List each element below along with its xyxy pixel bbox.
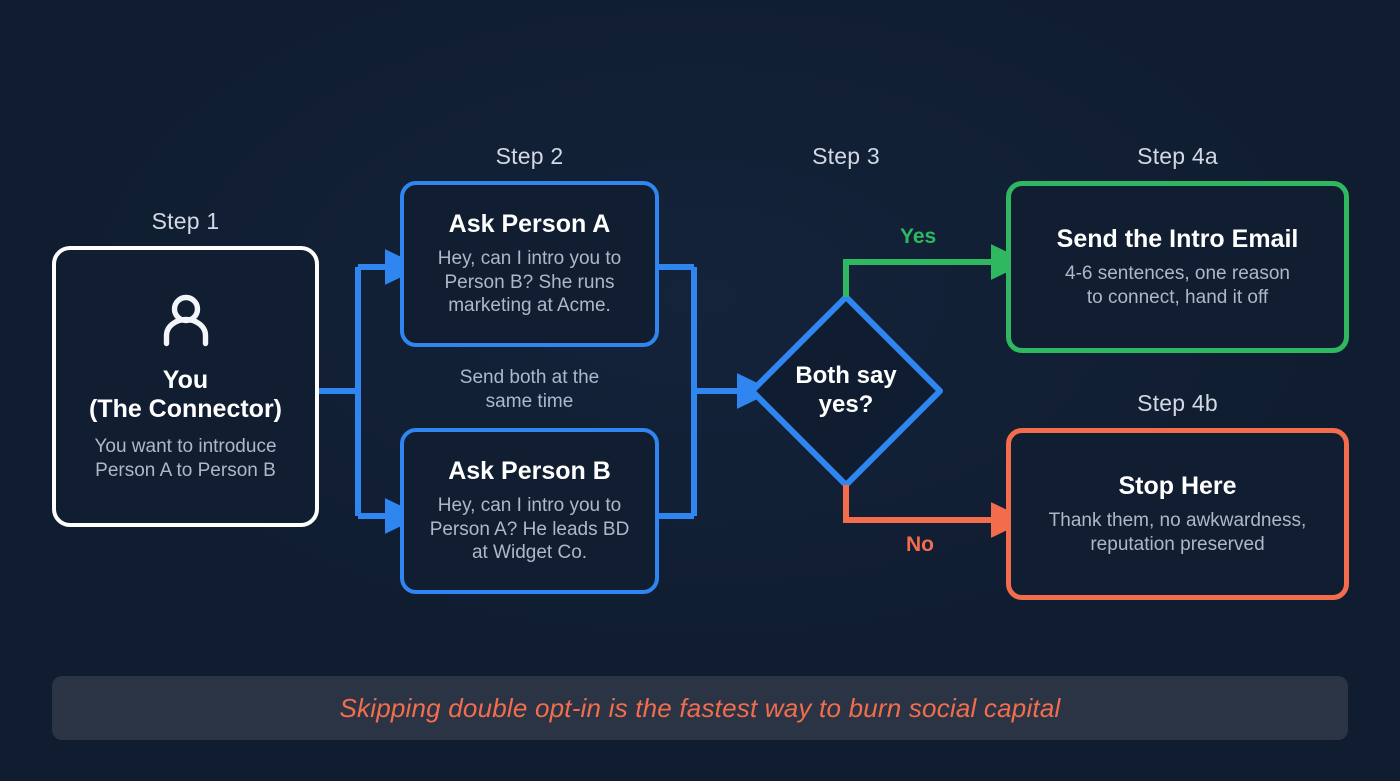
send-both-note: Send both at the same time bbox=[400, 366, 659, 414]
node-ask-a-desc-line2: Person B? She runs bbox=[444, 271, 615, 293]
node-stop-description: Thank them, no awkwardness, reputation p… bbox=[1049, 509, 1307, 557]
node-stop-title: Stop Here bbox=[1118, 471, 1237, 500]
wire-no-branch bbox=[843, 485, 1028, 538]
node-you-title: You (The Connector) bbox=[89, 366, 282, 424]
node-you-desc-line1: You want to introduce bbox=[94, 436, 277, 458]
node-ask-a-desc-line1: Hey, can I intro you to bbox=[437, 247, 622, 269]
footer-banner: Skipping double opt-in is the fastest wa… bbox=[52, 676, 1348, 740]
node-you-title-line1: You bbox=[162, 366, 209, 395]
send-both-note-line1: Send both at the bbox=[459, 367, 600, 388]
node-ask-a-description: Hey, can I intro you to Person B? She ru… bbox=[438, 247, 621, 319]
node-send-intro-email[interactable]: Send the Intro Email 4-6 sentences, one … bbox=[1006, 181, 1349, 353]
node-ask-a-title: Ask Person A bbox=[448, 209, 611, 238]
footer-banner-text: Skipping double opt-in is the fastest wa… bbox=[339, 692, 1061, 723]
node-stop-desc-line1: Thank them, no awkwardness, bbox=[1048, 509, 1307, 531]
decision-label: Both say yes? bbox=[752, 297, 940, 485]
node-stop-here[interactable]: Stop Here Thank them, no awkwardness, re… bbox=[1006, 428, 1349, 600]
node-ask-person-b[interactable]: Ask Person B Hey, can I intro you to Per… bbox=[400, 428, 659, 594]
branch-label-yes: Yes bbox=[900, 225, 937, 248]
wire-yes-branch bbox=[843, 244, 1028, 297]
node-send-desc-line2: to connect, hand it off bbox=[1086, 286, 1269, 308]
step-label-4a: Step 4a bbox=[1137, 143, 1218, 169]
step-label-2: Step 2 bbox=[495, 143, 564, 169]
node-you-connector[interactable]: You (The Connector) You want to introduc… bbox=[52, 246, 319, 527]
node-ask-b-desc-line2: Person A? He leads BD bbox=[429, 518, 630, 540]
node-send-description: 4-6 sentences, one reason to connect, ha… bbox=[1065, 262, 1290, 310]
node-ask-person-a[interactable]: Ask Person A Hey, can I intro you to Per… bbox=[400, 181, 659, 347]
decision-label-line2: yes? bbox=[818, 391, 874, 418]
node-stop-desc-line2: reputation preserved bbox=[1090, 533, 1265, 555]
person-icon bbox=[155, 290, 217, 352]
branch-label-no: No bbox=[906, 533, 934, 556]
step-label-4b: Step 4b bbox=[1137, 390, 1218, 416]
node-ask-b-title: Ask Person B bbox=[448, 456, 611, 485]
node-send-desc-line1: 4-6 sentences, one reason bbox=[1065, 262, 1290, 284]
send-both-note-line2: same time bbox=[485, 390, 574, 412]
node-you-desc-line2: Person A to Person B bbox=[95, 460, 276, 481]
node-send-title: Send the Intro Email bbox=[1056, 224, 1299, 253]
step-label-1: Step 1 bbox=[151, 208, 220, 234]
node-you-description: You want to introduce Person A to Person… bbox=[94, 435, 276, 483]
node-ask-b-description: Hey, can I intro you to Person A? He lea… bbox=[430, 494, 630, 566]
node-ask-b-desc-line3: at Widget Co. bbox=[471, 542, 588, 564]
node-ask-a-desc-line3: marketing at Acme. bbox=[448, 295, 611, 317]
node-decision-both-say-yes[interactable]: Both say yes? bbox=[752, 297, 940, 485]
node-ask-b-desc-line1: Hey, can I intro you to bbox=[437, 494, 622, 516]
decision-label-line1: Both say bbox=[795, 362, 897, 390]
node-you-title-line2: (The Connector) bbox=[88, 395, 283, 424]
step-label-3: Step 3 bbox=[812, 143, 880, 169]
